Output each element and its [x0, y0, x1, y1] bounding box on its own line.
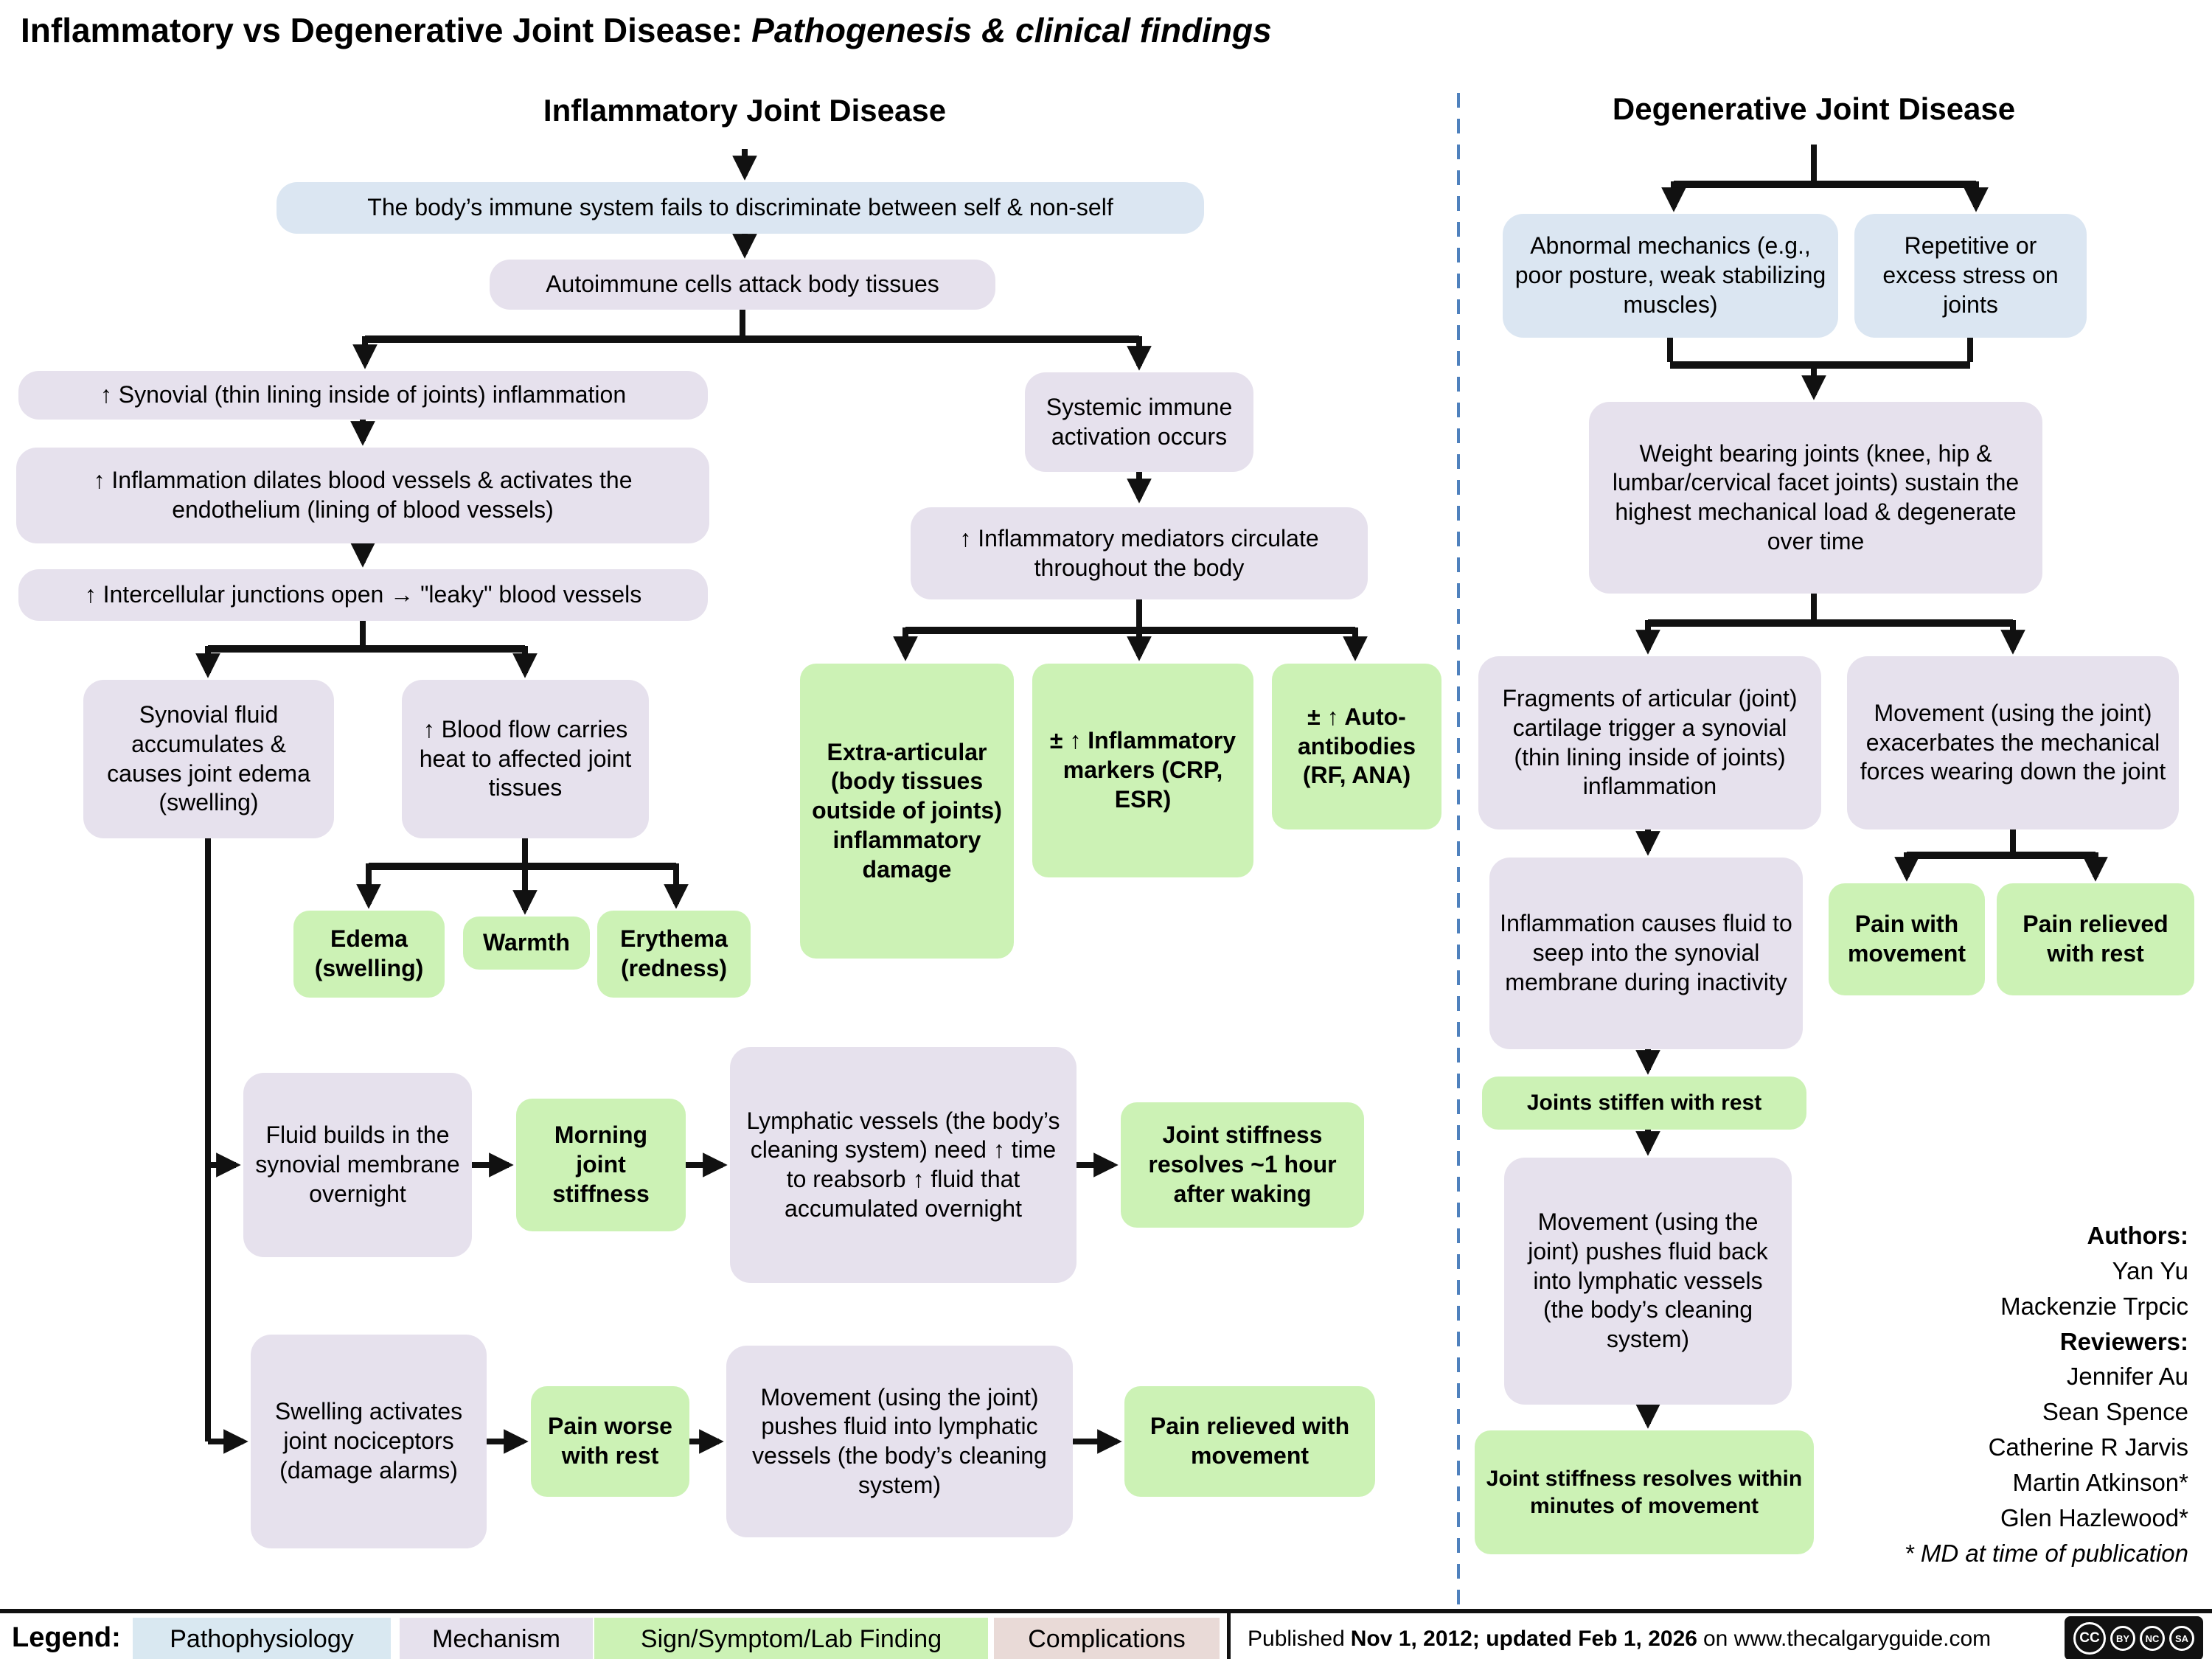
node-joints-stiffen-rest: Joints stiffen with rest: [1482, 1077, 1806, 1130]
node-movement-exacerbates: Movement (using the joint) exacerbates t…: [1847, 656, 2179, 830]
node-fragments-cartilage: Fragments of articular (joint) cartilage…: [1478, 656, 1821, 830]
legend-item-pathophysiology: Pathophysiology: [133, 1618, 391, 1659]
credits-reviewer: Jennifer Au: [2066, 1363, 2188, 1391]
credits-reviewer: Glen Hazlewood*: [2000, 1503, 2188, 1531]
node-warmth: Warmth: [463, 917, 590, 970]
node-immune-fails: The body’s immune system fails to discri…: [276, 182, 1204, 234]
node-extra-articular: Extra-articular (body tissues outside of…: [800, 664, 1014, 959]
node-repetitive-stress: Repetitive or excess stress on joints: [1854, 214, 2087, 338]
legend-label: Legend:: [12, 1622, 121, 1653]
credits-reviewers-heading: Reviewers:: [2059, 1327, 2188, 1355]
footer-divider-line: [0, 1609, 2212, 1613]
node-stiffness-resolves-hour: Joint stiffness resolves ~1 hour after w…: [1121, 1102, 1364, 1228]
legend-item-mechanism: Mechanism: [400, 1618, 593, 1659]
node-weight-bearing: Weight bearing joints (knee, hip & lumba…: [1589, 402, 2042, 594]
node-junctions-open: ↑ Intercellular junctions open → "leaky"…: [18, 569, 708, 621]
published-prefix: Published: [1248, 1627, 1345, 1651]
page-title-main: Inflammatory vs Degenerative Joint Disea…: [21, 11, 743, 49]
footer-vertical-separator: [1227, 1613, 1231, 1659]
node-pain-relieved-movement: Pain relieved with movement: [1124, 1386, 1375, 1497]
node-edema: Edema (swelling): [293, 911, 445, 998]
page-title-subtitle: Pathogenesis & clinical findings: [751, 11, 1272, 49]
node-blood-flow: ↑ Blood flow carries heat to affected jo…: [402, 680, 649, 838]
cc-license-badge: CC BY NC SA: [2065, 1616, 2203, 1659]
node-fluid-builds: Fluid builds in the synovial membrane ov…: [243, 1073, 472, 1257]
node-inflammation-fluid-seep: Inflammation causes fluid to seep into t…: [1489, 858, 1803, 1049]
credits-reviewer: Catherine R Jarvis: [1988, 1433, 2188, 1461]
node-abnormal-mechanics: Abnormal mechanics (e.g., poor posture, …: [1503, 214, 1838, 338]
node-synovial-inflammation: ↑ Synovial (thin lining inside of joints…: [18, 371, 708, 420]
credits-reviewer: Sean Spence: [2042, 1398, 2188, 1426]
inflammatory-column-header: Inflammatory Joint Disease: [543, 93, 947, 128]
cc-by-icon: BY: [2110, 1626, 2135, 1651]
legend-item-sign-symptom: Sign/Symptom/Lab Finding: [594, 1618, 988, 1659]
page-title: Inflammatory vs Degenerative Joint Disea…: [21, 10, 1272, 50]
cc-sa-icon: SA: [2169, 1626, 2194, 1651]
node-movement-pushes-fluid: Movement (using the joint) pushes fluid …: [726, 1346, 1073, 1537]
published-info: Published Nov 1, 2012; updated Feb 1, 20…: [1248, 1618, 1991, 1659]
cc-nc-icon: NC: [2140, 1626, 2165, 1651]
node-movement-pushes-back: Movement (using the joint) pushes fluid …: [1504, 1158, 1792, 1405]
credits-reviewer: Martin Atkinson*: [2012, 1468, 2188, 1496]
node-pain-relieved-rest: Pain relieved with rest: [1997, 883, 2194, 995]
node-swelling-nociceptors: Swelling activates joint nociceptors (da…: [251, 1335, 487, 1548]
node-systemic-activation: Systemic immune activation occurs: [1025, 372, 1253, 472]
node-pain-worse-rest: Pain worse with rest: [531, 1386, 689, 1497]
published-dates: Nov 1, 2012; updated Feb 1, 2026: [1350, 1627, 1697, 1651]
node-stiffness-resolves-minutes: Joint stiffness resolves within minutes …: [1475, 1430, 1814, 1554]
credits-block: Authors: Yan Yu Mackenzie Trpcic Reviewe…: [1905, 1218, 2188, 1571]
published-site-url: on www.thecalgaryguide.com: [1703, 1627, 1992, 1651]
node-morning-stiffness: Morning joint stiffness: [516, 1099, 686, 1231]
node-inflammation-dilates: ↑ Inflammation dilates blood vessels & a…: [16, 448, 709, 543]
legend-item-complications: Complications: [994, 1618, 1220, 1659]
credits-author: Yan Yu: [2112, 1256, 2188, 1284]
node-mediators-circulate: ↑ Inflammatory mediators circulate throu…: [911, 507, 1368, 599]
node-autoimmune-attack: Autoimmune cells attack body tissues: [490, 260, 995, 310]
cc-icon: CC: [2073, 1622, 2106, 1655]
node-pain-with-movement: Pain with movement: [1829, 883, 1985, 995]
degenerative-column-header: Degenerative Joint Disease: [1612, 91, 2016, 126]
node-lymphatic-need-time: Lymphatic vessels (the body’s cleaning s…: [730, 1047, 1077, 1283]
credits-footnote: * MD at time of publication: [1904, 1539, 2188, 1567]
node-inflammatory-markers: ± ↑ Inflammatory markers (CRP, ESR): [1032, 664, 1253, 877]
node-autoantibodies: ± ↑ Auto-antibodies (RF, ANA): [1272, 664, 1441, 830]
credits-authors-heading: Authors:: [2087, 1222, 2188, 1249]
node-erythema: Erythema (redness): [597, 911, 751, 998]
credits-author: Mackenzie Trpcic: [2000, 1292, 2188, 1320]
node-synovial-fluid: Synovial fluid accumulates & causes join…: [83, 680, 334, 838]
